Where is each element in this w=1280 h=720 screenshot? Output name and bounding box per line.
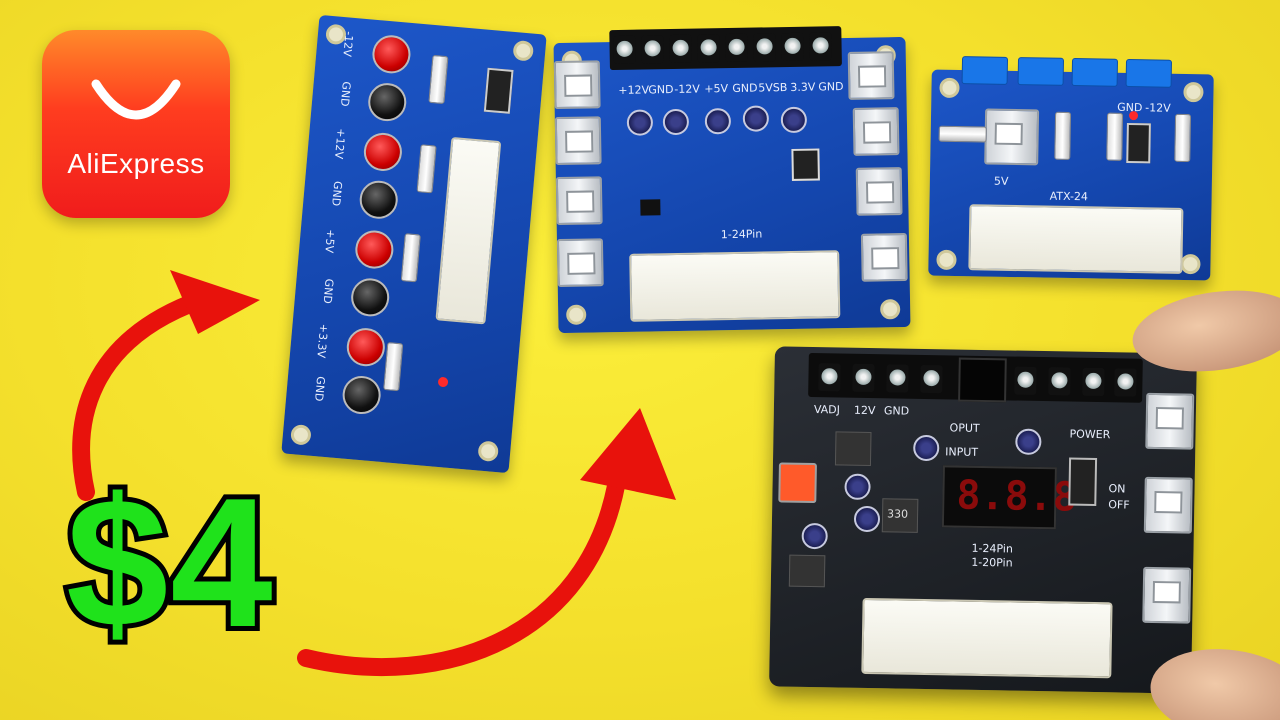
aliexpress-brand-text: AliExpress <box>67 148 205 179</box>
curved-arrow-icon <box>297 408 676 677</box>
curved-arrow-icon <box>72 270 260 501</box>
aliexpress-logo: AliExpress <box>42 30 230 218</box>
price-text: $4 <box>61 459 278 665</box>
shopping-bag-icon <box>91 79 181 120</box>
